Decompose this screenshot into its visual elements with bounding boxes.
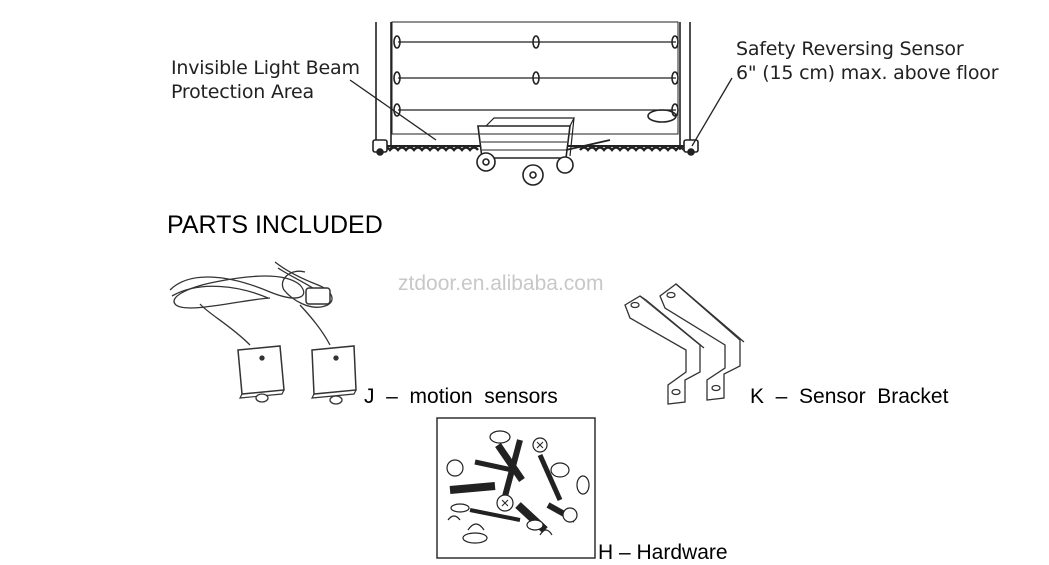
watermark-text: ztdoor.en.alibaba.com: [398, 272, 604, 295]
parts-included-title: PARTS INCLUDED: [167, 211, 383, 239]
safety-sensor-label: Safety Reversing Sensor 6" (15 cm) max. …: [736, 37, 999, 85]
hardware-illustration: [446, 430, 590, 544]
garage-door-illustration: [349, 21, 733, 186]
safety-sensor-label-line2: 6" (15 cm) max. above floor: [736, 62, 999, 84]
hardware-frame: [436, 417, 596, 559]
sensor-bracket-illustration: [624, 283, 745, 405]
safety-sensor-label-line1: Safety Reversing Sensor: [736, 38, 964, 60]
light-beam-label-line2: Protection Area: [171, 81, 314, 103]
motion-sensors-illustration: [169, 261, 357, 405]
part-label-k: K – Sensor Bracket: [750, 385, 949, 408]
light-beam-label: Invisible Light Beam Protection Area: [171, 56, 360, 104]
light-beam-label-line1: Invisible Light Beam: [171, 57, 360, 79]
part-label-h: H – Hardware: [598, 541, 728, 564]
part-label-j: J – motion sensors: [364, 385, 558, 408]
